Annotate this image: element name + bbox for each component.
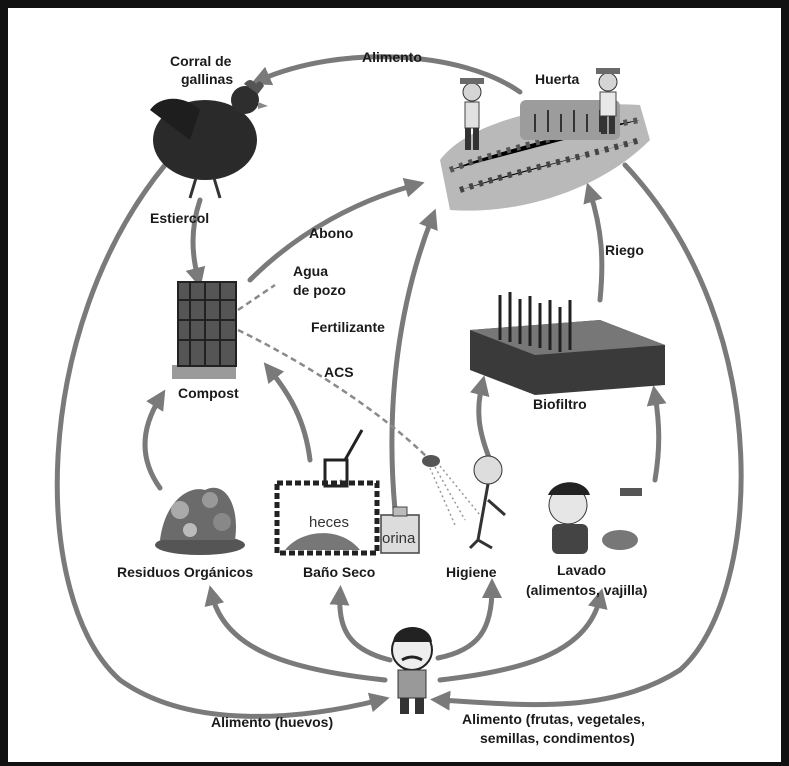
- arrow-orina-to-huerta: [389, 208, 438, 513]
- orina-label: orina: [382, 530, 416, 547]
- washing-child-icon: [548, 482, 642, 554]
- fertilizante-label: Fertilizante: [311, 319, 385, 335]
- water-line-acs: [237, 328, 431, 461]
- estiercol-label: Estiercol: [150, 210, 209, 226]
- lavado-label-line2: (alimentos, vajilla): [526, 582, 647, 598]
- bano-seco-label: Baño Seco: [303, 564, 375, 580]
- water-line-pozo: [237, 283, 276, 312]
- corral-label-line2: gallinas: [181, 71, 233, 87]
- lavado-label-line1: Lavado: [557, 562, 606, 578]
- arrow-compost-to-huerta: [247, 177, 425, 283]
- arrow-bano-to-compost: [263, 362, 313, 463]
- abono-label: Abono: [309, 225, 353, 241]
- compost-label: Compost: [178, 385, 239, 401]
- chicken-icon: [150, 80, 268, 199]
- corral-label-line1: Corral de: [170, 53, 232, 69]
- person-icon: [391, 627, 433, 714]
- biofiltro-label: Biofiltro: [533, 396, 587, 412]
- alimento-frutas-label-line2: semillas, condimentos): [480, 730, 635, 746]
- acs-label: ACS: [324, 364, 354, 380]
- agua-label-line2: de pozo: [293, 282, 346, 298]
- garden-icon: [440, 68, 650, 211]
- flow-arrows: [54, 54, 744, 719]
- agua-label-line1: Agua: [293, 263, 328, 279]
- arrow-residuos-to-compost: [142, 389, 166, 491]
- higiene-label: Higiene: [446, 564, 497, 580]
- biofilter-icon: [470, 292, 665, 395]
- arrow-person-to-higiene: [435, 578, 502, 661]
- arrow-huerta-to-corral: [250, 54, 523, 95]
- arrow-lavado-to-biofiltro: [646, 385, 667, 483]
- alimento-frutas-label-line1: Alimento (frutas, vegetales,: [462, 711, 645, 727]
- heces-label: heces: [309, 514, 349, 531]
- dry-toilet-icon: heces orina: [274, 429, 420, 556]
- arrow-corral-to-compost: [185, 197, 206, 288]
- riego-label: Riego: [605, 242, 644, 258]
- arrow-person-to-bano: [329, 585, 393, 663]
- arrow-person-to-residuos: [204, 585, 388, 683]
- huerta-label: Huerta: [535, 71, 580, 87]
- compost-bin-icon: [172, 281, 237, 379]
- arrow-person-to-lavado: [437, 588, 608, 683]
- arrow-corral-to-person: [54, 162, 390, 719]
- arrow-biofiltro-to-huerta: [583, 182, 605, 303]
- alimento-huevos-label: Alimento (huevos): [211, 714, 333, 730]
- organic-waste-icon: [155, 487, 245, 555]
- hygiene-person-icon: [422, 455, 506, 550]
- residuos-label: Residuos Orgánicos: [117, 564, 253, 580]
- arrow-huerta-to-person: [430, 162, 744, 711]
- labels: Corral de gallinas Alimento Huerta Estie…: [117, 49, 647, 746]
- alimento-top-label: Alimento: [362, 49, 422, 65]
- arrow-higiene-to-biofiltro: [469, 375, 493, 463]
